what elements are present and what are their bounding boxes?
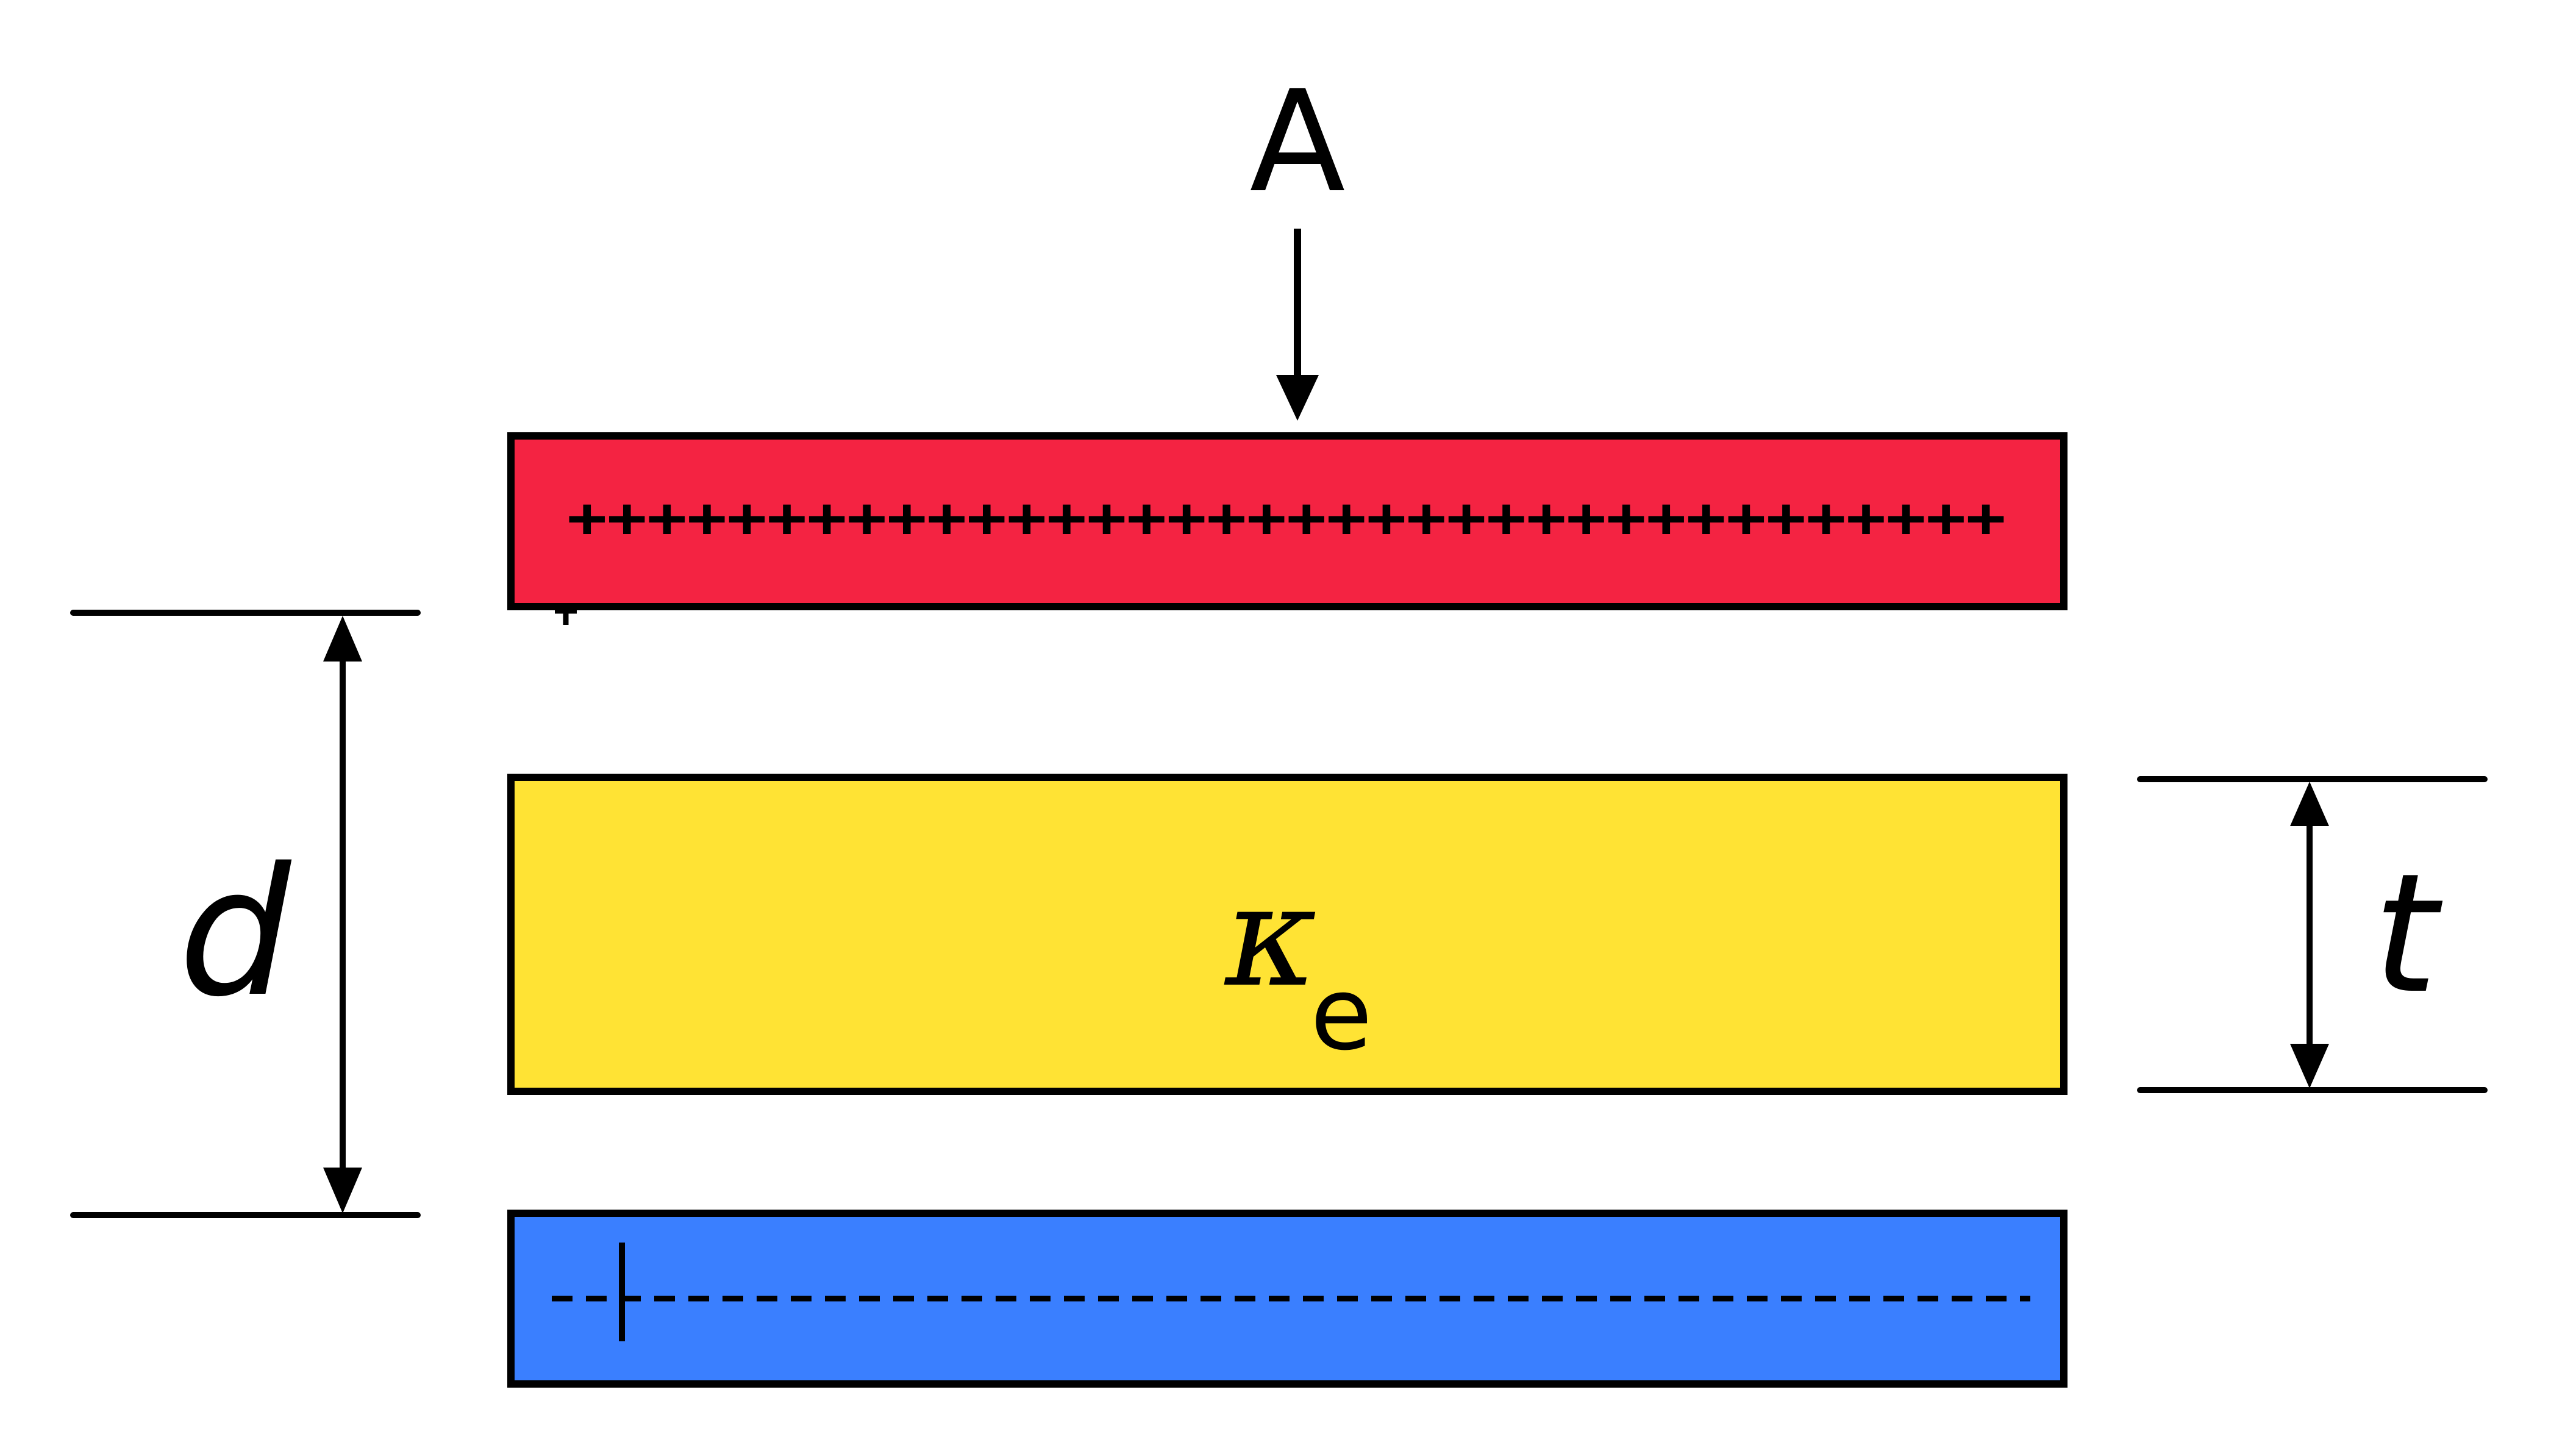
thickness-dimension <box>2137 776 2488 1093</box>
stray-plus-mark <box>555 604 577 625</box>
area-label: A <box>1249 61 1345 224</box>
dielectric-slab: κ e <box>507 774 2068 1095</box>
separation-label: d <box>179 830 292 1036</box>
dielectric-subscript: e <box>1310 955 1372 1072</box>
separation-dimension <box>70 610 421 1218</box>
negative-plate <box>507 1210 2068 1388</box>
thickness-label: t <box>2373 838 2445 1030</box>
positive-plate: ++++++++++++++++++++++++++++++++++++ <box>507 432 2068 625</box>
positive-charge-signs: ++++++++++++++++++++++++++++++++++++ <box>567 486 2006 550</box>
area-arrow <box>1276 229 1319 421</box>
dielectric-symbol: κ <box>1224 855 1318 1018</box>
